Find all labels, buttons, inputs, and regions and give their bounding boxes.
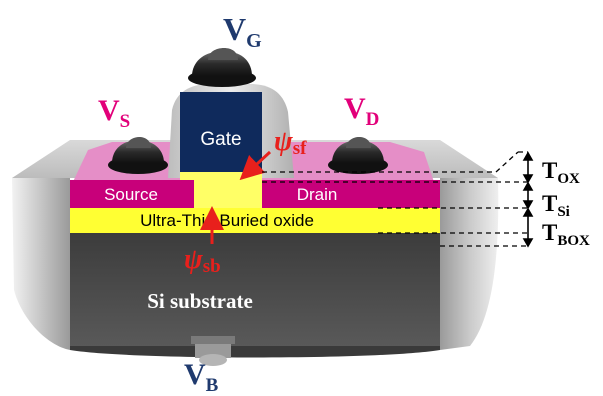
body-contact-icon <box>191 336 235 366</box>
psi-sf-main: ψ <box>274 126 293 157</box>
tox-main: T <box>542 158 557 183</box>
psi-sf-arrow-icon <box>239 150 272 181</box>
vb-sub: B <box>206 375 219 396</box>
psi-sb-sub: sb <box>203 256 221 277</box>
drain-region <box>262 180 378 208</box>
vb-label: VB <box>184 358 219 396</box>
tbox-main: T <box>542 220 557 245</box>
psi-sf-label: ψsf <box>274 126 307 159</box>
psi-sb-label: ψsb <box>184 244 221 277</box>
source-contact-icon <box>108 137 168 174</box>
substrate-label: Si substrate <box>147 289 253 313</box>
vb-main: V <box>184 358 206 391</box>
vs-label: VS <box>98 94 130 132</box>
vd-sub: D <box>366 109 380 130</box>
tox-label: TOX <box>542 158 580 187</box>
psi-sf-sub: sf <box>293 138 307 159</box>
dimension-arrows <box>522 151 534 248</box>
buried-oxide-layer <box>70 208 378 233</box>
tsi-label: TSi <box>542 191 570 220</box>
vs-main: V <box>98 94 120 127</box>
vg-main: V <box>223 11 246 47</box>
buried-oxide-layer-right <box>378 208 440 233</box>
tbox-label: TBOX <box>542 220 590 249</box>
psi-sb-main: ψ <box>184 244 203 275</box>
gate-label: Gate <box>200 129 241 150</box>
drain-label: Drain <box>297 185 338 204</box>
tsi-sub: Si <box>557 204 570 220</box>
guide-ox-top-diag <box>495 151 519 173</box>
gate-oxide <box>180 172 262 180</box>
vg-label: VG <box>223 11 262 52</box>
substrate-bottom-rim <box>70 346 440 358</box>
channel-region <box>194 180 262 208</box>
drain-contact-icon <box>328 137 388 174</box>
source-label: Source <box>104 185 158 204</box>
right-side-wall <box>440 178 499 350</box>
tox-sub: OX <box>557 171 580 187</box>
thickness-guides <box>262 151 528 247</box>
source-region <box>70 180 194 208</box>
si-substrate <box>70 233 440 350</box>
tsi-main: T <box>542 191 557 216</box>
tbox-sub: BOX <box>557 233 590 249</box>
silicon-film-right <box>378 180 440 208</box>
vg-sub: G <box>246 30 262 52</box>
vd-label: VD <box>344 92 379 130</box>
vd-main: V <box>344 92 366 125</box>
vs-sub: S <box>120 111 131 132</box>
left-side-wall <box>12 178 70 350</box>
buried-oxide-label: Ultra-Thin Buried oxide <box>140 211 314 230</box>
gate-contact-icon <box>188 48 256 87</box>
